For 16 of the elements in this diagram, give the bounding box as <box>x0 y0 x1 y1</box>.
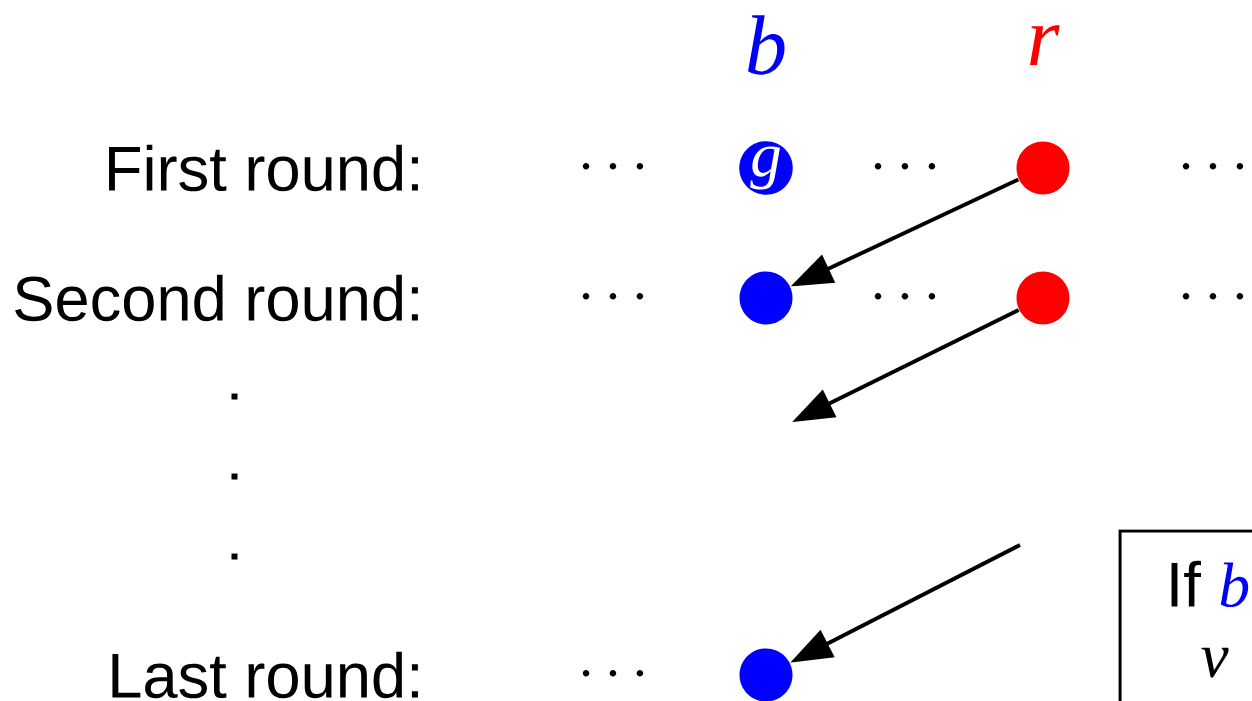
column-label: b <box>748 15 785 75</box>
dot <box>739 271 793 325</box>
row-label: First round: <box>109 144 418 192</box>
ellipsis: $\cdots$ <box>582 293 644 300</box>
ellipsis: $\cdots$ <box>1182 163 1244 170</box>
row-label: Last round: <box>112 651 418 699</box>
ellipsis: $\cdots$ <box>582 163 644 170</box>
dot <box>1016 271 1070 325</box>
row-label: Second round: <box>15 274 418 322</box>
ellipsis: $\cdots$ <box>582 670 644 677</box>
ellipsis: $\cdots$ <box>874 163 936 170</box>
ellipsis: $\cdots$ <box>874 293 936 300</box>
note-box: If b v <box>1118 529 1252 701</box>
column-label: r <box>1030 25 1060 65</box>
dot <box>1016 141 1070 195</box>
ellipsis: $\cdots$ <box>1182 293 1244 300</box>
